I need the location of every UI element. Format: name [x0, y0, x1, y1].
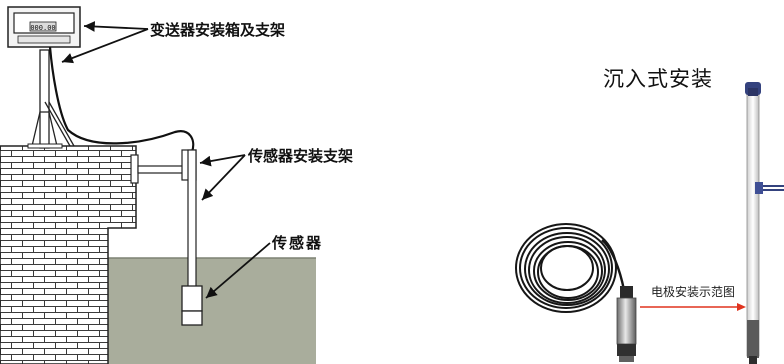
right-title: 沉入式安装: [603, 67, 713, 91]
water-body: [108, 258, 316, 364]
brick-wall: [0, 145, 137, 364]
leader-lines: [61, 21, 271, 299]
sensor-probe: [181, 285, 203, 326]
label-sensor-bracket: 传感器安装支架: [248, 147, 354, 165]
red-arrow: [640, 303, 746, 311]
transmitter-box: 000.00: [7, 6, 81, 48]
electrode: [616, 286, 637, 362]
water-tank: [108, 257, 316, 364]
arrow-label: 电极安装示范图: [651, 285, 736, 299]
mounting-pole: [745, 82, 784, 364]
transmitter-display: 000.00: [30, 24, 55, 32]
transmitter-post: [27, 49, 75, 149]
sensor-cable: [48, 46, 195, 153]
label-transmitter-box: 变送器安装箱及支架: [150, 21, 286, 39]
coiled-cable: [515, 223, 626, 313]
label-sensor: 传感器: [272, 234, 324, 252]
